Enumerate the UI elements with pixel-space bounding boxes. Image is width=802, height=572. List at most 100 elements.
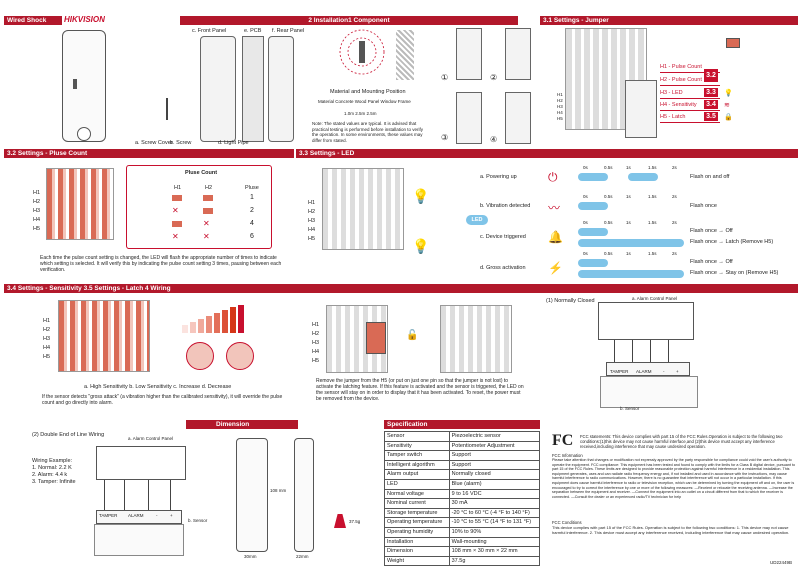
eol-wire-2 xyxy=(124,480,125,510)
led-pin-h2: H2 xyxy=(308,209,316,215)
sens-pin-h1: H1 xyxy=(43,318,51,324)
jumper-row-h3: H3 - LED xyxy=(660,89,720,99)
led-a-t0: 0s xyxy=(583,165,588,170)
spec-key: Tamper switch xyxy=(384,450,450,461)
jumper-row-h5-label: H5 - Latch xyxy=(660,114,686,120)
led-b-t0: 0s xyxy=(583,194,588,199)
increase-dial-icon xyxy=(186,342,214,370)
step2-illustration xyxy=(505,28,531,80)
sensitivity-section-bar: 3.4 Settings - Sensitivity 3.5 Settings … xyxy=(4,284,798,293)
latch-lock-icon: 🔒 xyxy=(724,114,733,121)
sens-pin-h2: H2 xyxy=(43,327,51,333)
light-pipe-slot xyxy=(73,79,77,89)
spec-key: Weight xyxy=(384,555,450,567)
led-b-t3: 1.5s xyxy=(648,194,657,199)
wiring-example-3: 3. Tamper: Infinite xyxy=(32,479,76,485)
spec-key: Storage temperature xyxy=(384,507,450,519)
led-d-pulse-2 xyxy=(578,270,684,278)
pulse-pin-h2: H2 xyxy=(33,199,41,205)
fcc-conditions: This device complies with part 15 of the… xyxy=(552,525,790,535)
wiring-eol-alarm: ALARM xyxy=(128,513,144,518)
latch-description: Remove the jumper from the H5 (or put on… xyxy=(316,378,524,402)
sens-board-illustration xyxy=(58,300,150,372)
spec-value: Potentiometer Adjustment xyxy=(448,440,541,452)
jumper-row-h3-label: H3 - LED xyxy=(660,90,683,96)
wiring-nc-tamper: TAMPER xyxy=(610,369,629,374)
jumper-pin-h2: H2 xyxy=(557,98,563,103)
fcc-statement: FCC statements: This device complies wit… xyxy=(580,434,783,449)
led-b-t1: 0.5s xyxy=(604,194,613,199)
pulse-col-h1: H1 xyxy=(174,185,182,191)
led-bulb-icon: 💡 xyxy=(724,90,733,97)
led-b-result: Flash once xyxy=(690,203,717,209)
screw-cover-circle xyxy=(77,127,91,141)
pulse-table xyxy=(126,165,272,249)
latch-pin-h5: H5 xyxy=(312,358,320,364)
fcc-info: Please take attention that changes or mo… xyxy=(552,458,796,499)
pulse-row4-cross1: ✕ xyxy=(172,232,179,241)
latch-pin-h3: H3 xyxy=(312,340,320,346)
mounting-wall xyxy=(396,30,414,80)
led-pin-h3: H3 xyxy=(308,218,316,224)
pulse-pin-h3: H3 xyxy=(33,208,41,214)
jumper-row-h1-label: H1 - Pulse Count xyxy=(660,64,702,70)
led-c-pulse-2 xyxy=(578,239,684,247)
spec-value: 9 to 16 VDC xyxy=(448,488,541,500)
wiring-nc-wire-4 xyxy=(668,340,669,362)
led-c-t1: 0.5s xyxy=(604,220,613,225)
fcc-info-title: FCC Information xyxy=(552,453,583,458)
latch-unlock-icon: 🔓 xyxy=(406,330,419,341)
wiring-nc-plus: + xyxy=(676,369,679,374)
sens-pin-h4: H4 xyxy=(43,345,51,351)
jumper-ref-3-5: 3.5 xyxy=(704,112,718,121)
led-a-t3: 1.5s xyxy=(648,165,657,170)
sens-pin-h3: H3 xyxy=(43,336,51,342)
material-title: Material and Mounting Position xyxy=(330,89,406,95)
spec-value: Support xyxy=(448,459,541,471)
jumper-row-h2-label: H2 - Pulse Count xyxy=(660,77,702,83)
spec-row: Operating temperature-10 °C to 55 °C (14… xyxy=(384,517,541,528)
led-d-result-1: Flash once → Off xyxy=(690,259,733,265)
eol-wire-4 xyxy=(170,480,171,510)
detector-front-illustration xyxy=(62,30,106,142)
spec-key: Alarm output xyxy=(384,469,450,480)
latch-board-illustration-2 xyxy=(440,305,512,373)
spec-key: Installation xyxy=(384,536,450,548)
jumper-pin-h3: H3 xyxy=(557,104,563,109)
hikvision-logo: HIKVISION xyxy=(64,15,105,24)
eol-wire-3 xyxy=(148,480,149,510)
spec-key: Operating temperature xyxy=(384,517,450,528)
fcc-logo: FC xyxy=(552,432,574,449)
latch-pin-h2: H2 xyxy=(312,331,320,337)
led-section-bar: 3.3 Settings - LED xyxy=(296,149,798,158)
pulse-table-title: Pluse Count xyxy=(185,170,218,176)
vibration-icon: 〰 xyxy=(548,201,561,215)
led-c-result-2: Flash once → Latch (Remove H5) xyxy=(690,239,774,245)
jumper-row-h1: H1 - Pulse Count xyxy=(660,63,720,73)
wiring-nc-panel-box xyxy=(598,302,694,340)
led-bulb-illustration: 💡 xyxy=(412,188,430,204)
led-a-t1: 0.5s xyxy=(604,165,613,170)
pulse-value-4: 4 xyxy=(250,220,254,227)
led-c-t4: 2s xyxy=(672,220,677,225)
jumper-pin-h4: H4 xyxy=(557,110,563,115)
spec-value: 30 mA xyxy=(448,498,541,509)
label-light-pipe: d. Light Pipe xyxy=(218,140,249,146)
led-row-a-label: a. Powering up xyxy=(480,174,517,180)
jumper-board-bottom xyxy=(625,80,657,138)
dimension-width: 30mm xyxy=(244,554,257,559)
step-4: ④ xyxy=(490,135,498,144)
weight-icon xyxy=(334,514,346,528)
step3-illustration xyxy=(456,92,482,144)
latch-pin-h4: H4 xyxy=(312,349,320,355)
led-a-result: Flash on and off xyxy=(690,174,730,180)
dimension-depth: 22mm xyxy=(296,554,309,559)
wiring-nc-minus: - xyxy=(663,369,665,374)
jumper-row-h4: H4 - Sensitivity xyxy=(660,101,720,111)
